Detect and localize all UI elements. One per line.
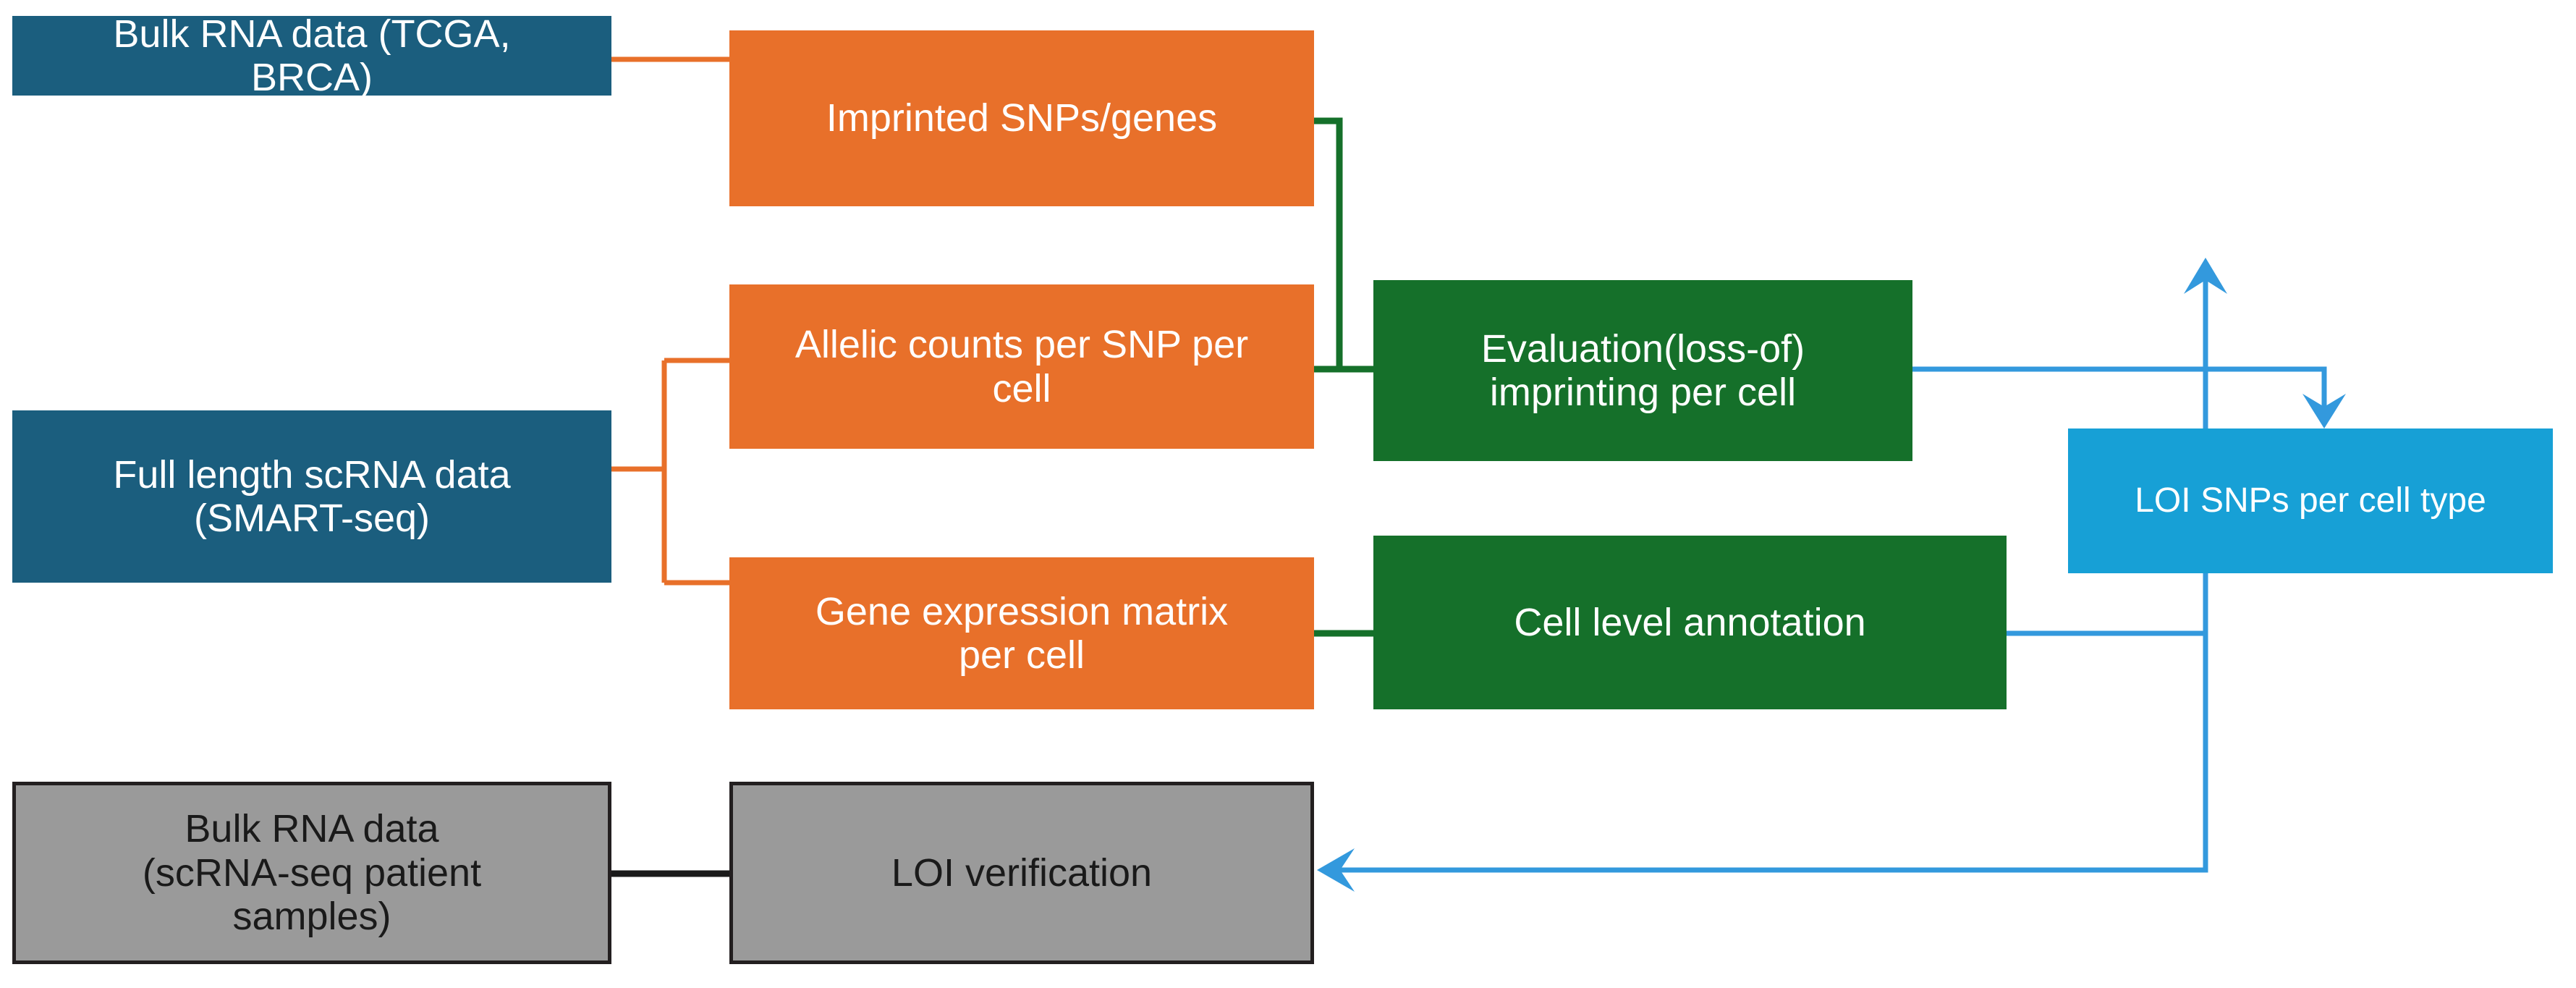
edge-imprinted-to-evaluation	[1314, 117, 1373, 373]
edge-scrna-bracket	[611, 358, 729, 586]
edge-evaluation-to-loi-snps	[1912, 366, 2327, 418]
node-cell-level-annotation[interactable]: Cell level annotation	[1373, 536, 2007, 709]
edge-evaluation-to-loi-snps-arrowhead	[2302, 394, 2346, 428]
node-imprinted-snps-genes[interactable]: Imprinted SNPs/genes	[729, 30, 1314, 206]
node-full-length-scrna[interactable]: Full length scRNA data (SMART-seq)	[12, 410, 611, 583]
node-evaluation-imprinting[interactable]: Evaluation(loss-of) imprinting per cell	[1373, 280, 1912, 461]
node-allelic-counts[interactable]: Allelic counts per SNP per cell	[729, 284, 1314, 449]
node-loi-verification[interactable]: LOI verification	[729, 782, 1314, 964]
node-bulk-rna-patient-samples[interactable]: Bulk RNA data (scRNA-seq patient samples…	[12, 782, 611, 964]
node-loi-snps-per-cell-type[interactable]: LOI SNPs per cell type	[2068, 428, 2553, 573]
edge-loi-snps-to-verification-arrowhead	[1317, 848, 1355, 892]
edge-annotation-to-loi-snps-arrowhead	[2184, 258, 2227, 294]
node-bulk-rna-tcga[interactable]: Bulk RNA data (TCGA, BRCA)	[12, 12, 611, 99]
node-gene-expression-matrix[interactable]: Gene expression matrix per cell	[729, 557, 1314, 709]
